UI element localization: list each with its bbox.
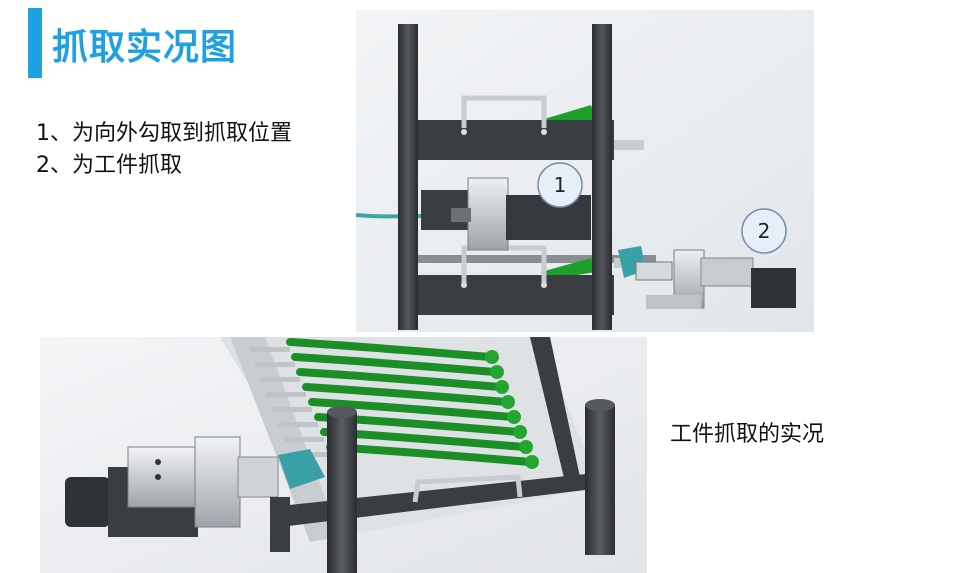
- mechanism-drawing-top: 1 2: [356, 10, 814, 332]
- callout-2-label: 2: [758, 219, 771, 243]
- callout-2: 2: [741, 208, 787, 254]
- callout-1: 1: [537, 162, 583, 208]
- mechanism-render-top: 1 2: [356, 10, 814, 332]
- mechanism-drawing-bottom: [40, 337, 647, 573]
- note-item-2: 2、为工件抓取: [36, 153, 182, 178]
- title-accent-bar: [28, 8, 42, 78]
- figure-caption: 工件抓取的实况: [670, 422, 825, 447]
- note-item-1: 1、为向外勾取到抓取位置: [36, 121, 292, 146]
- callout-1-label: 1: [554, 173, 567, 197]
- page-title: 抓取实况图: [52, 27, 238, 68]
- notes-list: 1、为向外勾取到抓取位置 2、为工件抓取: [36, 118, 292, 182]
- mechanism-render-bottom: [40, 337, 647, 573]
